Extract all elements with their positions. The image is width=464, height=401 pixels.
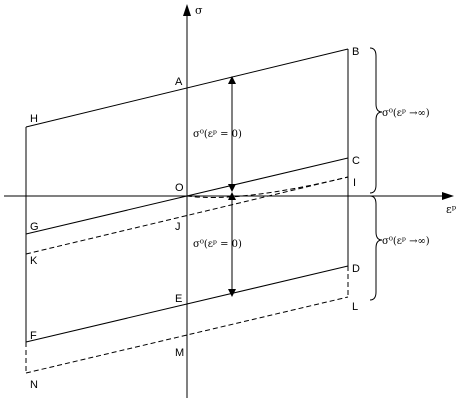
point-label-i: I: [353, 177, 356, 189]
point-label-m: M: [175, 347, 184, 359]
sigma-axis-arrow: [183, 4, 191, 16]
point-label-a: A: [175, 76, 183, 88]
upper-brace: [369, 47, 383, 194]
line-n-l: [25, 296, 349, 374]
line-h-b: [25, 48, 349, 128]
point-label-n: N: [30, 379, 38, 391]
lower-brace: [369, 195, 383, 301]
plastic-strain-axis-arrow: [442, 192, 454, 200]
plastic-strain-axis-label: εᵖ: [446, 203, 457, 216]
lower-brace-label: σ⁰(εᵖ →∞): [382, 236, 430, 247]
point-label-o: O: [175, 182, 184, 194]
point-label-k: K: [30, 255, 38, 267]
point-label-h: H: [30, 113, 38, 125]
point-label-g: G: [30, 221, 39, 233]
point-label-l: L: [352, 301, 358, 313]
point-label-e: E: [175, 293, 182, 305]
lower-gap-label: σ⁰(εᵖ = 0): [193, 239, 242, 250]
upper-brace-label: σ⁰(εᵖ →∞): [382, 108, 430, 119]
upper-gap-label: σ⁰(εᵖ = 0): [193, 129, 242, 140]
point-label-c: C: [352, 155, 360, 167]
line-k-i: [25, 176, 349, 255]
point-label-j: J: [175, 221, 181, 233]
line-f-d: [25, 265, 349, 343]
point-label-f: F: [30, 330, 37, 342]
curve-o-i: [186, 176, 349, 198]
point-label-d: D: [352, 263, 360, 275]
point-label-b: B: [352, 46, 359, 58]
sigma-axis-label: σ: [195, 4, 203, 17]
